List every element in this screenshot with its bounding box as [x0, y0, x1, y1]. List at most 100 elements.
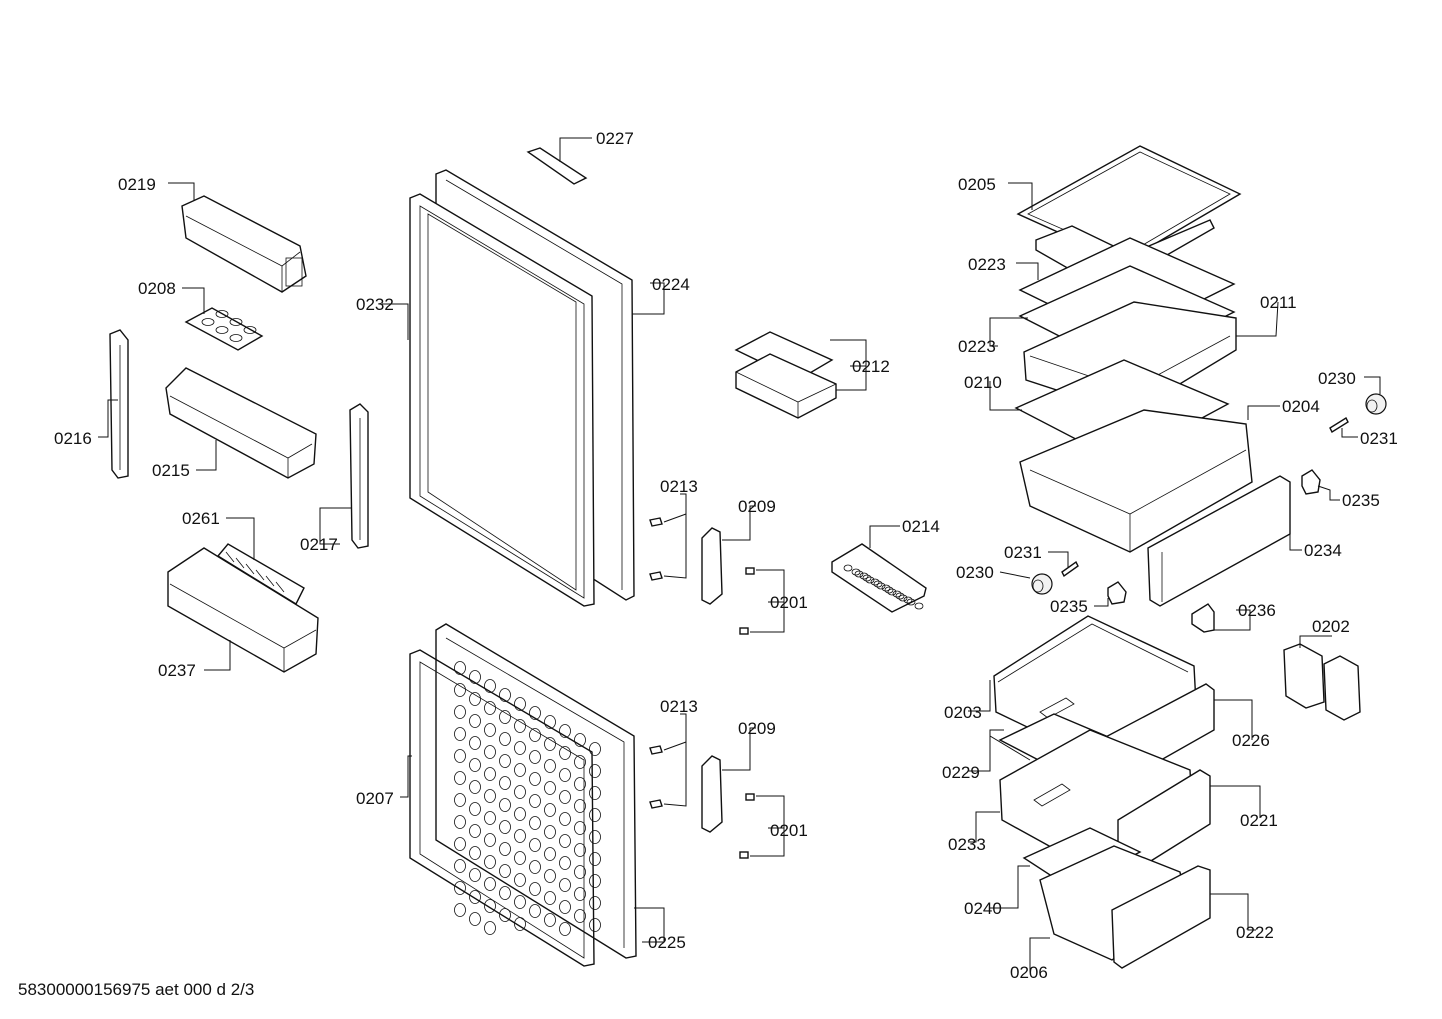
door-dimple: [559, 900, 571, 914]
door-dimple: [454, 903, 466, 917]
door-dimple: [454, 749, 466, 763]
ice-cell: [862, 574, 872, 582]
door-dimple: [574, 799, 586, 813]
door-dimple: [589, 896, 601, 910]
door-dimple: [454, 859, 466, 873]
ice-cell: [873, 580, 883, 588]
label-0235-lower: 0235: [1050, 597, 1088, 616]
door-dimple: [484, 789, 496, 803]
ice-cell: [903, 596, 913, 604]
label-0210: 0210: [964, 373, 1002, 392]
door-dimple: [559, 746, 571, 760]
label-0205: 0205: [958, 175, 996, 194]
door-dimple: [544, 737, 556, 751]
label-0213-upper: 0213: [660, 477, 698, 496]
part-0204-vegetable-drawer: [1019, 409, 1253, 553]
part-0232-upper-gasket: [409, 193, 595, 607]
label-0223-bottom: 0223: [958, 337, 996, 356]
door-dimple: [499, 732, 511, 746]
door-dimple: [589, 786, 601, 800]
door-dimple: [529, 904, 541, 918]
part-0230-wheel-upper: [1365, 393, 1387, 415]
label-0222: 0222: [1236, 923, 1274, 942]
door-dimple: [484, 767, 496, 781]
ice-cell: [892, 590, 902, 598]
ice-cell: [895, 592, 905, 600]
door-dimple: [574, 909, 586, 923]
door-dimple: [469, 692, 481, 706]
part-number-labels: 0227 0219 0224 0232 0208 0216 0215 0212 …: [54, 129, 1398, 982]
door-dimple: [454, 815, 466, 829]
door-dimple: [484, 899, 496, 913]
part-0230-wheel-lower: [1031, 573, 1053, 595]
door-dimple: [484, 877, 496, 891]
door-dimple: [499, 798, 511, 812]
door-dimple: [574, 777, 586, 791]
door-dimple: [529, 882, 541, 896]
door-dimple: [484, 701, 496, 715]
label-0230-lower: 0230: [956, 563, 994, 582]
label-0209-upper: 0209: [738, 497, 776, 516]
part-0213-screws-lower: [649, 745, 663, 809]
door-dimple: [514, 763, 526, 777]
door-dimple: [559, 768, 571, 782]
door-dimple-pattern: [454, 661, 601, 936]
door-dimple: [469, 890, 481, 904]
part-0208-egg-tray: [184, 307, 264, 351]
ice-cell: [859, 572, 869, 580]
door-dimple: [454, 683, 466, 697]
door-dimple: [514, 851, 526, 865]
part-0231-pin-lower: [1061, 560, 1079, 578]
ice-cell: [854, 570, 864, 578]
door-dimple: [589, 852, 601, 866]
door-dimple: [454, 881, 466, 895]
part-0207-lower-gasket: [409, 649, 595, 967]
door-dimple: [484, 679, 496, 693]
label-0229: 0229: [942, 763, 980, 782]
door-dimple: [469, 780, 481, 794]
door-dimple: [544, 825, 556, 839]
label-0213-lower: 0213: [660, 697, 698, 716]
door-dimple: [469, 802, 481, 816]
door-dimple: [559, 856, 571, 870]
label-0217: 0217: [300, 535, 338, 554]
door-dimple: [544, 759, 556, 773]
door-dimple: [499, 776, 511, 790]
door-dimple: [559, 812, 571, 826]
label-0202: 0202: [1312, 617, 1350, 636]
label-0204: 0204: [1282, 397, 1320, 416]
door-dimple: [469, 824, 481, 838]
door-dimple: [514, 807, 526, 821]
door-dimple: [454, 793, 466, 807]
part-0225-lower-door: [435, 623, 637, 959]
part-0209-handle-lower: [701, 755, 723, 833]
ice-cell: [876, 582, 886, 590]
label-0231-lower: 0231: [1004, 543, 1042, 562]
part-0213-screws-upper: [649, 517, 663, 581]
door-dimple: [484, 833, 496, 847]
door-dimple: [589, 830, 601, 844]
label-0235-upper: 0235: [1342, 491, 1380, 510]
ice-cell: [887, 588, 897, 596]
door-dimple: [454, 837, 466, 851]
label-0212: 0212: [852, 357, 890, 376]
door-dimple: [529, 838, 541, 852]
door-dimple: [469, 912, 481, 926]
door-dimple: [589, 918, 601, 932]
door-dimple: [499, 820, 511, 834]
part-0212-trays: [734, 331, 837, 419]
label-0233: 0233: [948, 835, 986, 854]
label-0223-top: 0223: [968, 255, 1006, 274]
label-0230-upper: 0230: [1318, 369, 1356, 388]
door-dimple: [529, 772, 541, 786]
label-0234: 0234: [1304, 541, 1342, 560]
ice-cell: [870, 578, 880, 586]
label-0215: 0215: [152, 461, 190, 480]
ice-cell: [843, 564, 853, 572]
door-dimple: [514, 785, 526, 799]
label-0227: 0227: [596, 129, 634, 148]
label-0224: 0224: [652, 275, 690, 294]
label-0237: 0237: [158, 661, 196, 680]
door-dimple: [574, 821, 586, 835]
ice-cell: [881, 584, 891, 592]
